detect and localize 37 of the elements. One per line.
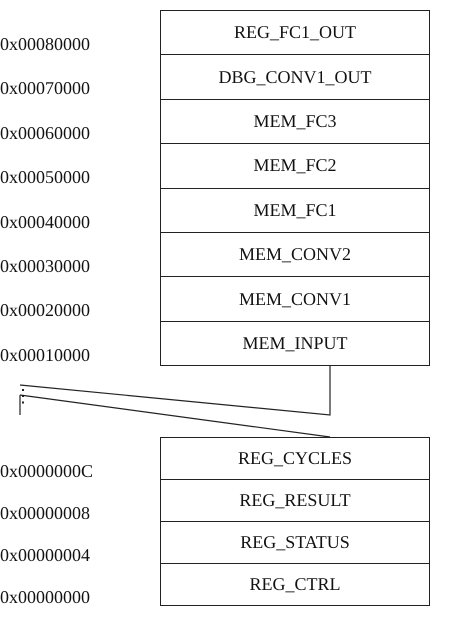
region-name: MEM_CONV1 [238, 288, 351, 310]
address-label: 0x00060000 [0, 122, 90, 144]
region-name: MEM_CONV2 [238, 244, 351, 266]
memory-region-row [160, 143, 430, 189]
memory-region-row [160, 479, 430, 522]
address-label: 0x00050000 [0, 167, 90, 188]
address-label: 0x00040000 [0, 212, 90, 233]
vertical-ellipsis: ⋮ [14, 385, 32, 407]
memory-region-row [160, 521, 430, 564]
address-label: 0x00000008 [0, 503, 90, 524]
address-label: 0x00080000 [0, 34, 90, 55]
region-name: REG_CTRL [249, 574, 340, 595]
address-label: 0x00000004 [0, 545, 90, 566]
region-name: MEM_INPUT [242, 332, 348, 354]
address-label: 0x00010000 [0, 344, 90, 366]
region-name: MEM_FC3 [253, 110, 337, 132]
memory-region-row [160, 10, 430, 56]
address-label: 0x00030000 [0, 256, 90, 277]
region-name: REG_STATUS [240, 532, 350, 553]
memory-region-row [160, 320, 430, 366]
memory-region-row [160, 563, 430, 606]
address-label: 0x00000000 [0, 587, 90, 608]
memory-region-row [160, 437, 430, 480]
address-label: 0x0000000C [0, 461, 94, 482]
memory-region-row [160, 232, 430, 278]
address-label: 0x00070000 [0, 78, 90, 100]
memory-region-row [160, 276, 430, 322]
region-name: MEM_FC1 [253, 200, 337, 221]
memory-region-row [160, 54, 430, 100]
memory-region-row [160, 188, 430, 233]
region-name: REG_RESULT [239, 490, 351, 511]
region-name: MEM_FC2 [253, 155, 337, 176]
address-label: 0x00020000 [0, 300, 90, 322]
region-name: REG_CYCLES [238, 448, 352, 469]
region-name: REG_FC1_OUT [234, 22, 356, 44]
memory-region-row [160, 98, 430, 144]
region-name: DBG_CONV1_OUT [218, 66, 372, 88]
